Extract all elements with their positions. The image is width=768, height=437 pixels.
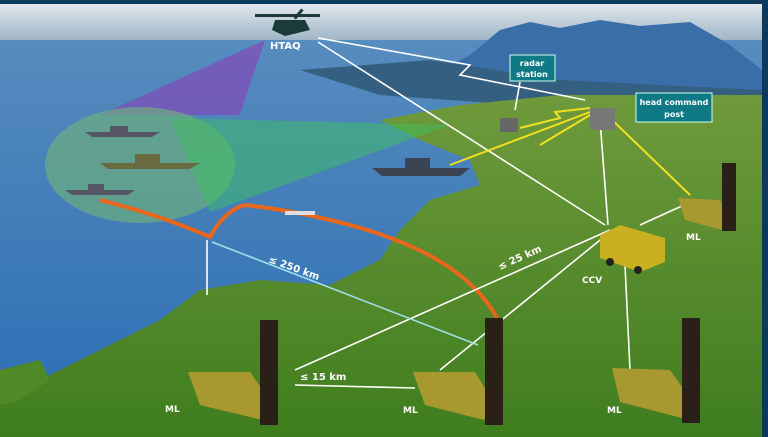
svg-text:radar: radar xyxy=(520,59,544,68)
head-command-post-label-box: head command post xyxy=(635,92,713,123)
range-line-250 xyxy=(211,241,479,346)
ccv-vehicle-icon xyxy=(600,225,665,274)
command-links xyxy=(449,107,691,196)
ship-icon xyxy=(100,154,200,169)
helicopter-icon xyxy=(255,8,320,36)
missile-icon xyxy=(285,211,315,215)
islet xyxy=(0,360,50,405)
ccv-label: CCV xyxy=(582,276,602,286)
ship-icon xyxy=(85,126,160,137)
ml-label: ML xyxy=(403,406,418,416)
svg-text:post: post xyxy=(664,110,684,119)
ml-label: ML xyxy=(686,233,701,243)
radar-station-icon xyxy=(500,118,518,132)
missile-launcher-icon xyxy=(612,318,700,423)
right-border xyxy=(762,0,768,437)
range-15-label: ≤ 15 km xyxy=(300,372,346,383)
data-links xyxy=(206,37,696,389)
radar-cone-purple xyxy=(100,40,265,115)
head-command-post-icon xyxy=(590,108,615,130)
missile-launcher-icon xyxy=(678,163,736,231)
helicopter-label: HTAQ xyxy=(270,41,301,52)
ml-label: ML xyxy=(607,406,622,416)
svg-text:head command: head command xyxy=(640,98,709,107)
radar-station-label-box: radar station xyxy=(509,54,556,82)
missile-launcher-icon xyxy=(413,318,503,425)
missile-launcher-icon xyxy=(188,320,278,425)
radar-cone-green xyxy=(170,118,450,212)
land xyxy=(0,95,762,437)
missile-trail xyxy=(99,198,499,319)
ship-icon xyxy=(372,158,470,176)
svg-text:station: station xyxy=(516,70,548,79)
ml-label: ML xyxy=(165,405,180,415)
ship-icon xyxy=(65,184,135,195)
top-border xyxy=(0,0,768,4)
